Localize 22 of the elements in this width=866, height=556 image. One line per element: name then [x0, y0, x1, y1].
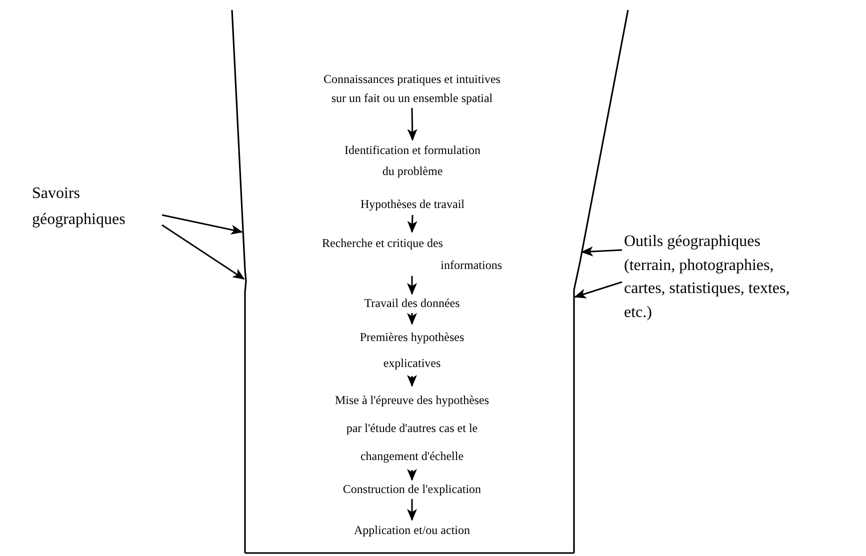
- step-text: Premières hypothèses explicatives: [358, 329, 466, 372]
- side-label: Outils géographiques (terrain, photographies, cartes, statistiques, textes, etc.): [624, 232, 791, 322]
- step-text: Mise à l'épreuve des hypothèses par l'étude d'autres cas et le changement d'échelle: [334, 392, 490, 465]
- step-text: Construction de l'explication: [342, 481, 482, 498]
- side-label: Savoirs géographiques: [32, 184, 126, 230]
- arrow: [574, 281, 622, 298]
- step-text: Identification et formulation du problème: [344, 142, 482, 180]
- arrow: [407, 108, 418, 141]
- arrow: [162, 214, 243, 235]
- arrow: [407, 313, 417, 325]
- step-text: Recherche et critique des informations: [322, 235, 502, 274]
- arrow: [407, 469, 417, 481]
- arrow: [407, 276, 417, 295]
- arrow: [407, 375, 417, 387]
- arrow: [162, 224, 245, 280]
- arrow: [581, 246, 622, 256]
- arrow: [407, 214, 418, 233]
- step-text: Application et/ou action: [353, 522, 471, 539]
- arrow: [407, 499, 417, 521]
- step-text: Travail des données: [363, 295, 461, 312]
- step-text: Hypothèses de travail: [360, 196, 466, 213]
- step-text: Connaissances pratiques et intuitives sur un fait ou un ensemble spatial: [322, 71, 502, 107]
